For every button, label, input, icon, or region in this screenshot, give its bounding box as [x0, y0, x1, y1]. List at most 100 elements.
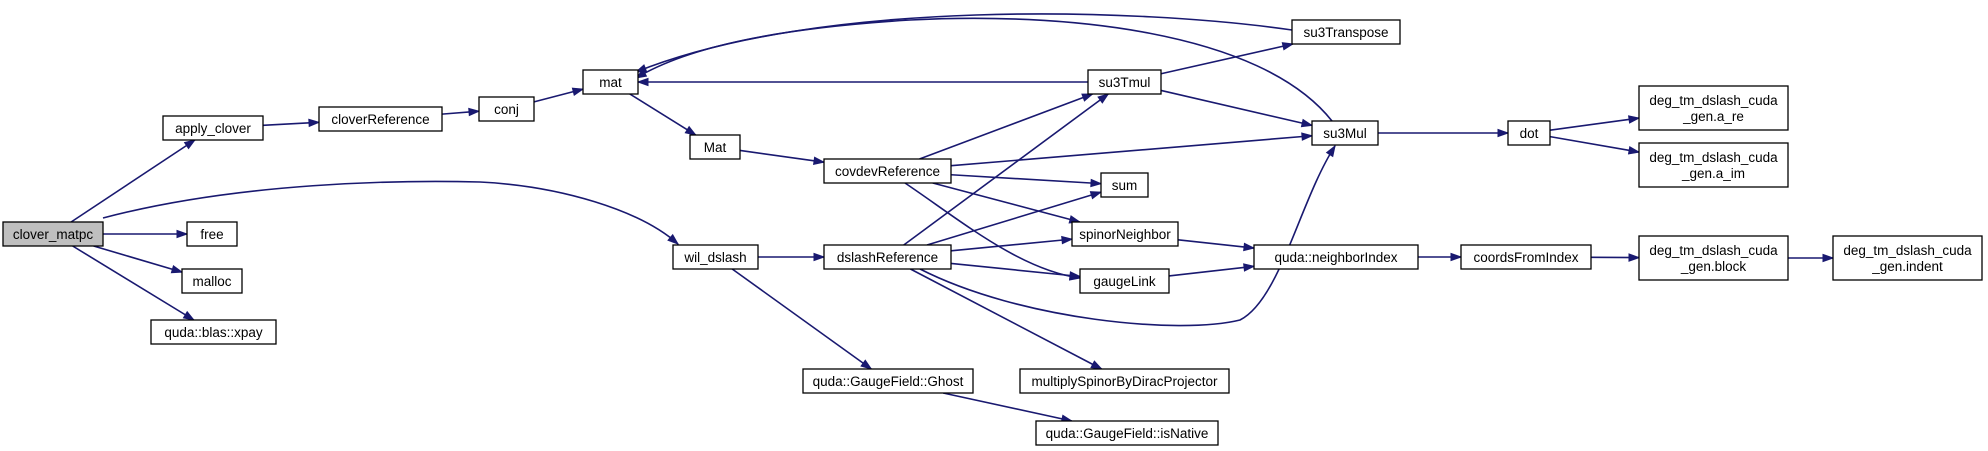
node-box-spinorNeighbor — [1071, 221, 1179, 247]
edge-dslashReference-to-su3Tmul-arrowhead — [1097, 93, 1110, 104]
edge-dslashReference-to-su3Mul-arrowhead — [1325, 144, 1336, 158]
edge-covdevReference-to-su3Tmul-arrowhead — [1081, 93, 1094, 102]
node-sum[interactable]: sum — [1100, 172, 1149, 198]
edge-dslashReference-to-sum — [926, 191, 1102, 246]
edge-mat-to-Mat-arrowhead — [684, 125, 697, 136]
node-box-xpay — [150, 319, 277, 345]
node-malloc[interactable]: malloc — [181, 268, 243, 294]
node-su3Mul[interactable]: su3Mul — [1311, 120, 1379, 146]
edge-clover_matpc-to-wil_dslash — [102, 180, 679, 245]
node-label-a_re-line-1: deg_tm_dslash_cuda — [1649, 93, 1778, 108]
node-label-coordsFromIndex: coordsFromIndex — [1473, 250, 1578, 265]
edge-block-to-indent-arrowhead — [1822, 253, 1835, 263]
edge-covdevReference-to-sum — [950, 173, 1102, 185]
edge-dslashReference-to-su3Mul — [919, 145, 1336, 327]
node-box-apply_clover — [162, 115, 264, 141]
node-gaugeLink[interactable]: gaugeLink — [1079, 268, 1170, 294]
node-label-block-line-2: _gen.block — [1680, 259, 1747, 274]
node-apply_clover[interactable]: apply_clover — [162, 115, 264, 141]
node-a_re[interactable]: deg_tm_dslash_cuda_gen.a_re — [1638, 85, 1789, 131]
node-dslashReference[interactable]: dslashReference — [823, 244, 952, 270]
edge-clover_matpc-to-free-arrowhead — [176, 229, 189, 239]
edge-su3Tmul-to-su3Transpose — [1160, 43, 1294, 75]
node-box-dslashReference — [823, 244, 952, 270]
edge-dslashReference-to-su3Tmul — [903, 93, 1109, 246]
node-label-clover_matpc: clover_matpc — [13, 227, 94, 242]
node-su3Transpose[interactable]: su3Transpose — [1291, 19, 1401, 45]
node-block[interactable]: deg_tm_dslash_cuda_gen.block — [1638, 235, 1789, 281]
node-su3Tmul[interactable]: su3Tmul — [1087, 69, 1162, 95]
node-label-apply_clover: apply_clover — [175, 121, 251, 136]
node-box-Mat — [689, 134, 741, 160]
node-box-multiplySpinor — [1019, 368, 1230, 394]
edge-Mat-to-covdevReference-arrowhead — [813, 156, 826, 165]
edge-dslashReference-to-gaugeLink — [950, 262, 1081, 278]
edge-spinorNeighbor-to-neighborIndex-arrowhead — [1243, 242, 1256, 252]
edge-clover_matpc-to-wil_dslash-arrowhead — [667, 233, 680, 245]
node-xpay[interactable]: quda::blas::xpay — [150, 319, 277, 345]
edge-clover_matpc-to-xpay — [72, 245, 195, 321]
node-label-mat: mat — [599, 75, 622, 90]
edge-mat-to-Mat — [629, 93, 697, 136]
node-multiplySpinor[interactable]: multiplySpinorByDiracProjector — [1019, 368, 1230, 394]
node-dot[interactable]: dot — [1507, 120, 1551, 146]
edge-clover_matpc-to-xpay-arrowhead — [182, 310, 196, 321]
node-box-conj — [478, 96, 535, 122]
edge-Mat-to-covdevReference — [739, 149, 825, 163]
node-covdevReference[interactable]: covdevReference — [823, 158, 952, 184]
edge-dslashReference-to-multiplySpinor — [910, 268, 1102, 370]
edge-wil_dslash-to-dslashReference-arrowhead — [813, 252, 826, 262]
edge-dslashReference-to-sum-arrowhead — [1089, 191, 1103, 200]
node-box-mat — [582, 69, 639, 95]
node-label-dot: dot — [1520, 126, 1539, 141]
edge-dslashReference-to-spinorNeighbor-arrowhead — [1061, 235, 1074, 245]
node-label-ghost: quda::GaugeField::Ghost — [813, 374, 964, 389]
node-Mat[interactable]: Mat — [689, 134, 741, 160]
node-cloverReference[interactable]: cloverReference — [318, 106, 443, 132]
node-layer: clover_matpcapply_cloverfreemallocquda::… — [2, 19, 1983, 446]
node-label-malloc: malloc — [192, 274, 231, 289]
node-a_im[interactable]: deg_tm_dslash_cuda_gen.a_im — [1638, 142, 1789, 188]
edge-gaugeLink-to-neighborIndex — [1168, 265, 1255, 277]
node-box-a_im — [1638, 142, 1789, 188]
edge-dot-to-a_im — [1549, 135, 1640, 153]
node-label-conj: conj — [494, 102, 519, 117]
node-box-cloverReference — [318, 106, 443, 132]
edge-covdevReference-to-su3Mul-arrowhead — [1301, 132, 1314, 141]
node-spinorNeighbor[interactable]: spinorNeighbor — [1071, 221, 1179, 247]
edge-clover_matpc-to-apply_clover-arrowhead — [183, 139, 197, 150]
edge-clover_matpc-to-malloc-arrowhead — [170, 265, 184, 274]
node-clover_matpc[interactable]: clover_matpc — [2, 221, 104, 247]
node-coordsFromIndex[interactable]: coordsFromIndex — [1460, 244, 1592, 270]
node-label-isNative: quda::GaugeField::isNative — [1046, 426, 1209, 441]
edge-gaugeLink-to-neighborIndex-arrowhead — [1243, 263, 1256, 272]
edge-conj-to-mat-arrowhead — [571, 87, 585, 96]
node-label-wil_dslash: wil_dslash — [683, 250, 746, 265]
node-label-su3Transpose: su3Transpose — [1303, 25, 1388, 40]
node-label-dslashReference: dslashReference — [837, 250, 938, 265]
node-box-dot — [1507, 120, 1551, 146]
node-box-free — [186, 221, 238, 247]
edge-covdevReference-to-su3Mul — [950, 134, 1313, 167]
node-box-wil_dslash — [672, 244, 759, 270]
node-label-multiplySpinor: multiplySpinorByDiracProjector — [1031, 374, 1218, 389]
node-box-coordsFromIndex — [1460, 244, 1592, 270]
node-indent[interactable]: deg_tm_dslash_cuda_gen.indent — [1832, 235, 1983, 281]
node-label-covdevReference: covdevReference — [835, 164, 940, 179]
node-wil_dslash[interactable]: wil_dslash — [672, 244, 759, 270]
node-box-malloc — [181, 268, 243, 294]
node-label-gaugeLink: gaugeLink — [1093, 274, 1156, 289]
node-ghost[interactable]: quda::GaugeField::Ghost — [802, 368, 974, 394]
node-neighborIndex[interactable]: quda::neighborIndex — [1253, 244, 1419, 270]
node-box-indent — [1832, 235, 1983, 281]
node-conj[interactable]: conj — [478, 96, 535, 122]
node-mat[interactable]: mat — [582, 69, 639, 95]
edge-covdevReference-to-gaugeLink — [904, 182, 1081, 279]
node-free[interactable]: free — [186, 221, 238, 247]
edge-dot-to-a_im-arrowhead — [1627, 146, 1641, 155]
node-label-su3Tmul: su3Tmul — [1099, 75, 1151, 90]
node-isNative[interactable]: quda::GaugeField::isNative — [1035, 420, 1219, 446]
edge-su3Tmul-to-su3Mul — [1160, 89, 1313, 127]
node-box-su3Transpose — [1291, 19, 1401, 45]
